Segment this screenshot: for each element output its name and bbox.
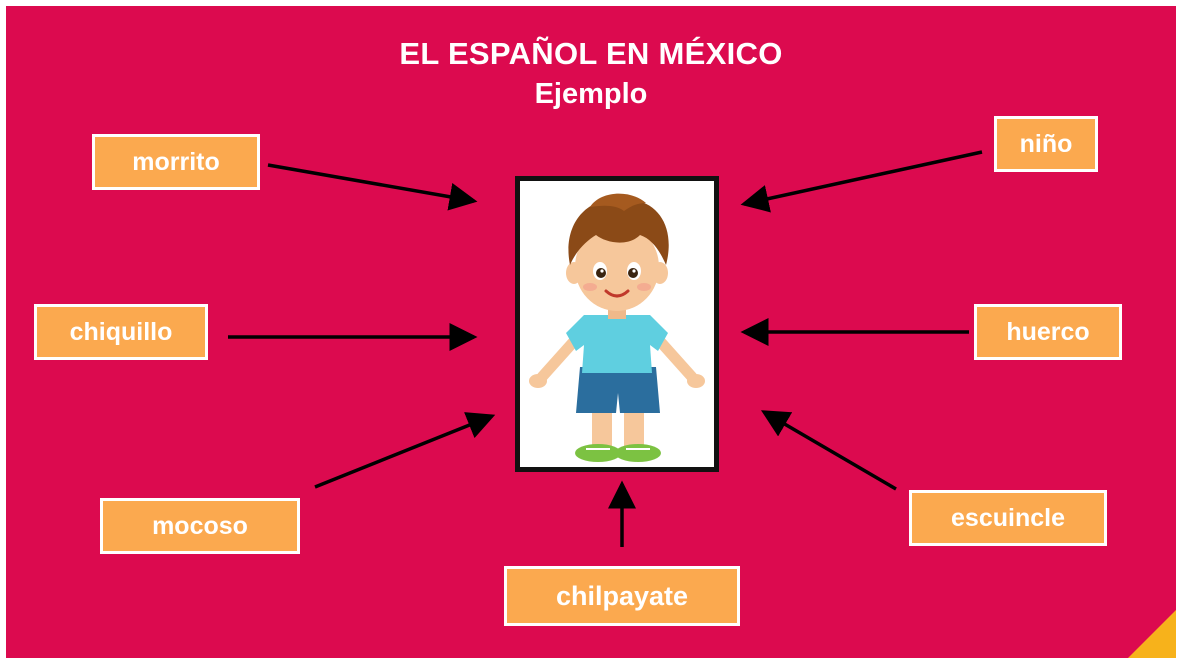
arrow-mocoso — [314, 412, 496, 489]
boy-illustration-icon — [529, 193, 705, 462]
corner-accent — [1128, 610, 1176, 658]
word-box-huerco: huerco — [974, 304, 1122, 360]
word-box-morrito: morrito — [92, 134, 260, 190]
word-box-escuincle: escuincle — [909, 490, 1107, 546]
arrow-escuincle — [760, 410, 897, 491]
boy-image-frame — [515, 176, 719, 472]
arrow-morrito — [267, 163, 478, 211]
slide-title: EL ESPAÑOL EN MÉXICO — [399, 36, 783, 71]
arrows-layer — [228, 150, 983, 547]
word-box-mocoso: mocoso — [100, 498, 300, 554]
slide-subtitle: Ejemplo — [534, 78, 648, 110]
word-box-chilpayate: chilpayate — [504, 566, 740, 626]
slide: EL ESPAÑOL EN MÉXICO Ejemplo — [6, 6, 1176, 658]
word-box-nino: niño — [994, 116, 1098, 172]
arrow-nino — [740, 150, 983, 213]
word-box-chiquillo: chiquillo — [34, 304, 208, 360]
